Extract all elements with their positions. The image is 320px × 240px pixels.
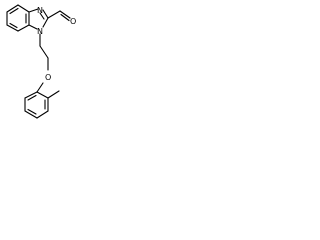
double-bond-inner <box>27 94 37 101</box>
bond <box>59 10 71 19</box>
methyl-group <box>47 90 60 99</box>
imidazole-ring <box>28 8 49 30</box>
bond <box>28 8 39 13</box>
double-bond-inner <box>9 22 18 29</box>
structure-canvas: N N O O <box>0 0 102 142</box>
double-bond-inner <box>9 7 19 15</box>
ethoxy-linker <box>36 33 49 93</box>
bond <box>17 24 30 32</box>
atom-label-n-imidazole: N <box>37 6 43 15</box>
bond <box>36 82 44 93</box>
bond <box>36 110 49 119</box>
double-bond-inner <box>27 108 37 115</box>
atom-label-n-substituted: N <box>37 27 43 36</box>
bond <box>47 90 60 99</box>
bond <box>42 17 49 28</box>
bond <box>42 9 49 19</box>
atom-label-o-aldehyde: O <box>70 17 76 26</box>
tolyl-ring <box>24 91 49 119</box>
benzimidazole-benzene-ring <box>6 4 30 32</box>
double-bond-inner <box>39 12 45 20</box>
atom-label-o-ether: O <box>45 73 51 82</box>
aldehyde-group <box>47 10 71 22</box>
bond <box>39 45 49 59</box>
bond <box>17 4 30 13</box>
double-bond-inner <box>60 13 70 22</box>
molecule-structure: N N O O <box>6 4 76 119</box>
bond <box>6 4 19 13</box>
bond <box>6 24 19 32</box>
bond <box>24 91 38 99</box>
bond <box>24 110 38 119</box>
bond <box>36 91 49 99</box>
bond <box>47 10 61 19</box>
bond <box>28 24 38 30</box>
